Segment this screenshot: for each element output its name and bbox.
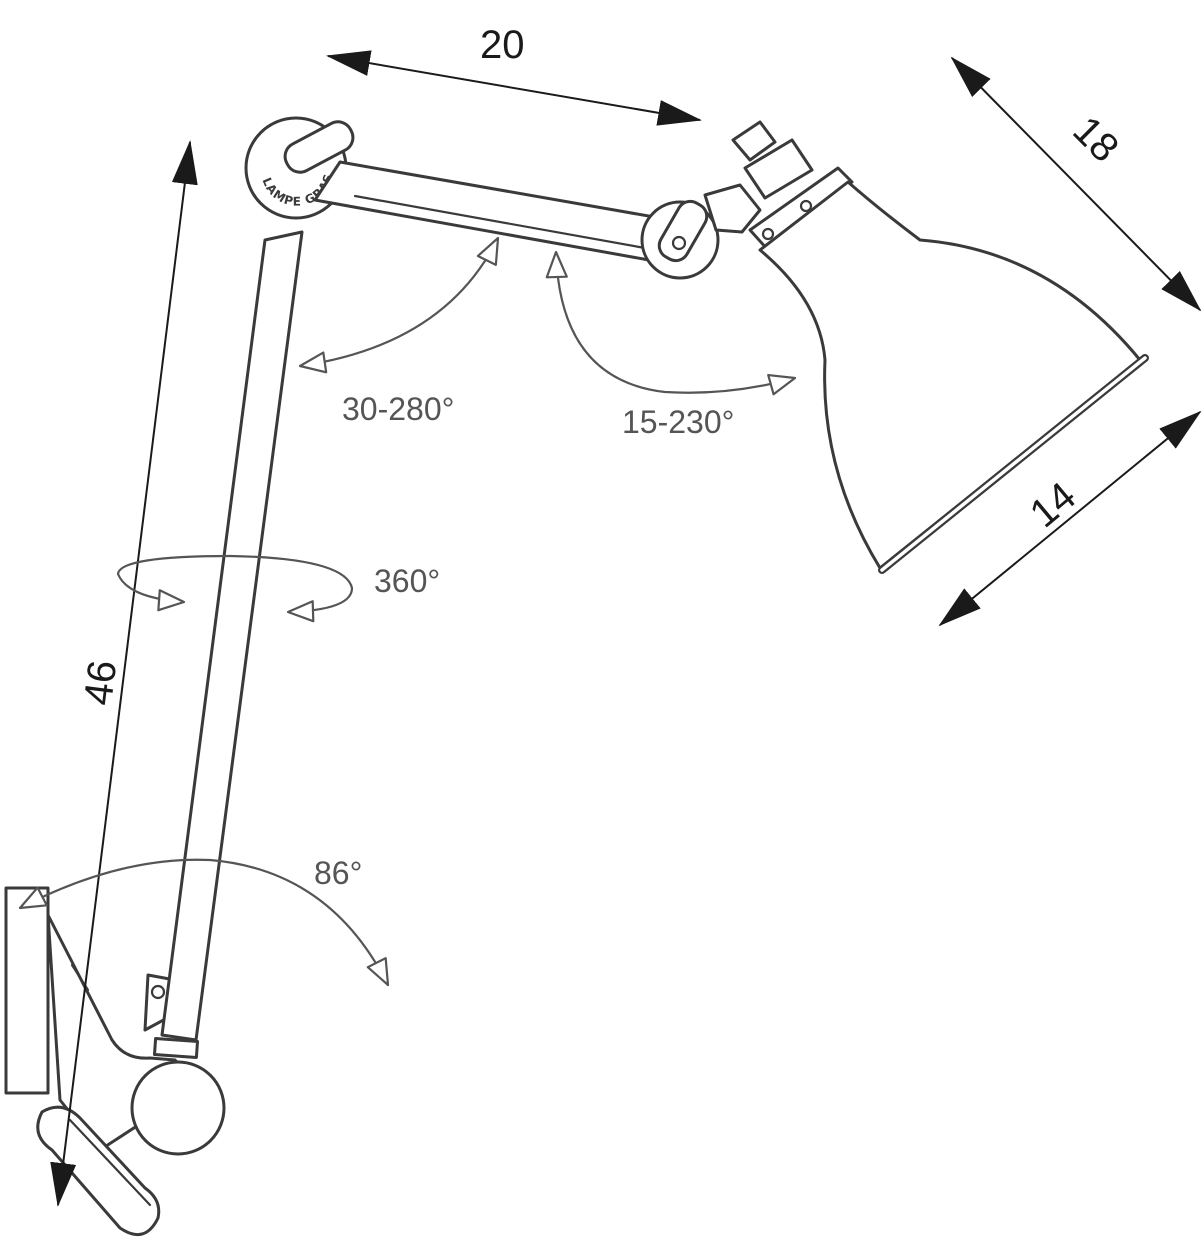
swivel-knuckle — [130, 1060, 226, 1156]
arm-length-line — [326, 50, 702, 126]
elbow-lever — [283, 120, 355, 174]
elbow-range-arc — [298, 236, 500, 374]
elbow-range-label: 30-280° — [342, 391, 454, 427]
arm-length-label: 20 — [480, 23, 525, 67]
shade-socket-top — [731, 120, 777, 162]
shade-height-line — [950, 56, 1202, 312]
wall-swing-arc — [18, 858, 390, 987]
overall-height-line — [50, 140, 198, 1207]
shade-height-label: 18 — [1064, 108, 1127, 171]
elbow-joint: LAMPE GRAS-DCW — [0, 0, 355, 220]
shade-cap-screw-2 — [799, 199, 813, 213]
lower-arm-rod — [160, 230, 304, 1042]
rotation-label: 360° — [374, 563, 440, 599]
wall-swing-label: 86° — [314, 855, 362, 891]
shade-socket — [743, 138, 814, 200]
shade-range-label: 15-230° — [622, 404, 734, 440]
shade-diameter-line — [938, 410, 1202, 627]
shade-joint-screw — [671, 235, 687, 251]
shade-bracket — [703, 183, 762, 234]
wall-plate — [4, 886, 50, 1095]
upper-arm-rod — [313, 160, 662, 264]
upper-arm — [313, 160, 662, 264]
upper-arm-edge — [353, 194, 647, 250]
shade-range-arc — [545, 250, 797, 396]
shade-diameter-label: 14 — [1022, 474, 1084, 536]
shade-joint — [640, 183, 762, 280]
lamp-shade — [731, 120, 1149, 574]
rotation-arc — [116, 554, 354, 623]
shade-cap-screw-1 — [761, 227, 775, 241]
lower-arm — [160, 230, 304, 1042]
overall-height-label: 46 — [76, 658, 125, 708]
dimension-lines: 20 18 14 46 — [50, 23, 1202, 1207]
knuckle-collar — [152, 1037, 200, 1059]
angle-indicators: 30-280° 15-230° 360° 86° — [18, 236, 797, 987]
